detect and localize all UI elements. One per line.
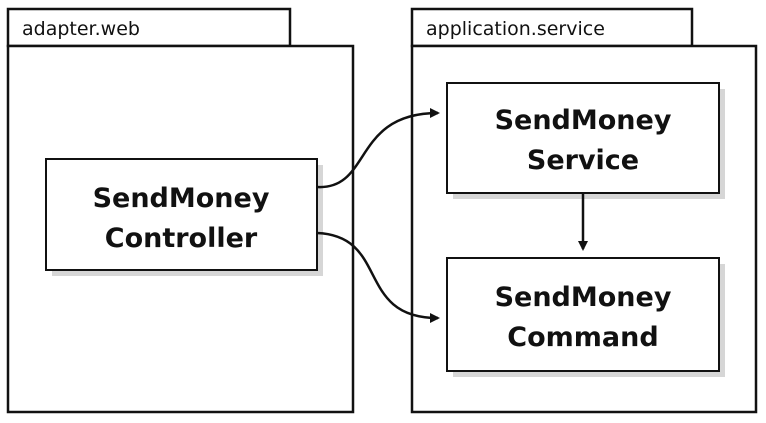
box-title-line2: Service: [527, 145, 639, 176]
box-body: [45, 158, 318, 271]
box-body: [446, 257, 720, 372]
box-sendmoney-controller[interactable]: SendMoney Controller: [45, 158, 323, 276]
box-title-line2: Controller: [105, 223, 258, 254]
box-title-line1: SendMoney: [495, 282, 672, 313]
arrow-controller-to-command: [316, 231, 440, 323]
box-title-line1: SendMoney: [495, 105, 672, 136]
arrow-controller-to-service: [316, 108, 440, 189]
package-label: adapter.web: [22, 18, 140, 40]
box-sendmoney-service[interactable]: SendMoney Service: [446, 82, 725, 199]
box-title-line1: SendMoney: [93, 183, 270, 214]
box-title-line2: Command: [507, 322, 658, 353]
box-sendmoney-command[interactable]: SendMoney Command: [446, 257, 725, 377]
box-body: [446, 82, 720, 194]
package-label: application.service: [426, 18, 605, 40]
package-tab: [410, 7, 694, 48]
package-tab: [6, 7, 292, 48]
